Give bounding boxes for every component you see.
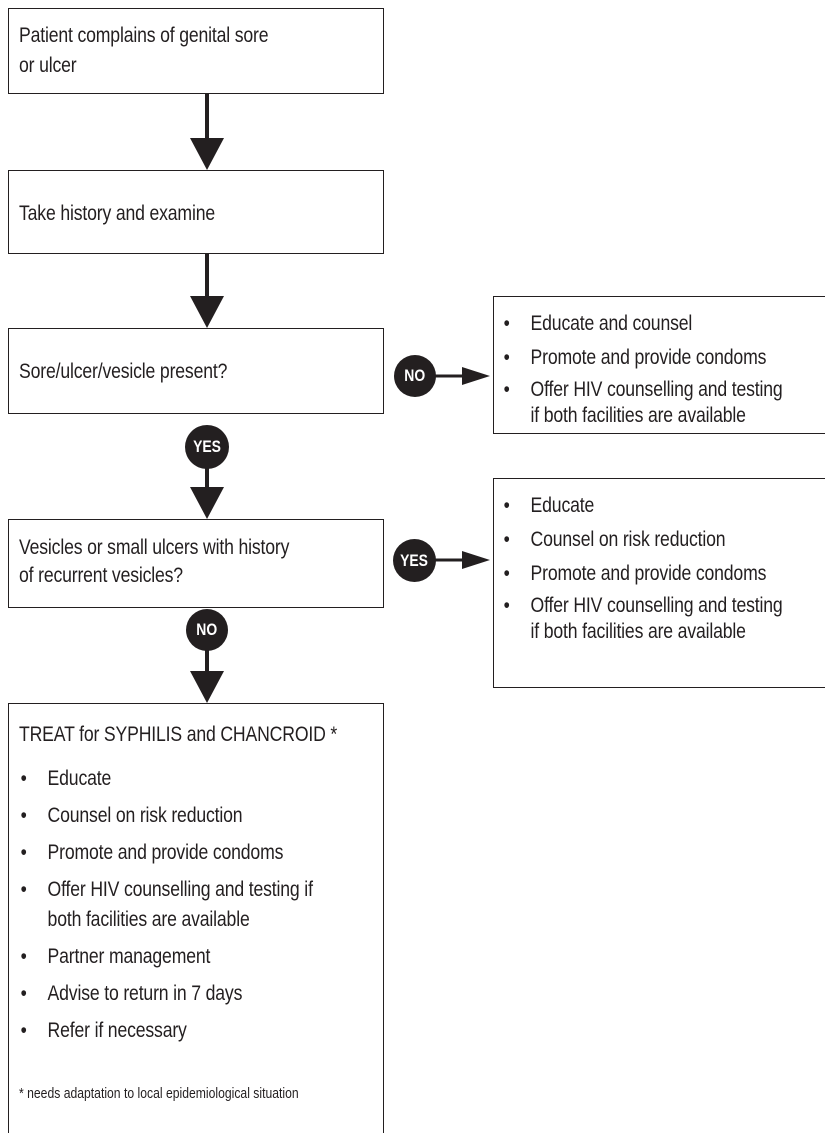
decision1-no-actions-box: •Educate and counsel •Promote and provid… bbox=[493, 296, 825, 434]
treat-action-4: •Offer HIV counselling and testing if bo… bbox=[19, 875, 313, 935]
bullet: • bbox=[503, 528, 510, 551]
decision2-yes-action-2: •Counsel on risk reduction bbox=[502, 525, 783, 555]
decision2-yes-actions-box: •Educate •Counsel on risk reduction •Pro… bbox=[493, 478, 825, 688]
treat-box: TREAT for SYPHILIS and CHANCROID * •Educ… bbox=[8, 703, 384, 1133]
bullet: • bbox=[503, 378, 510, 401]
decision2-no-badge: NO bbox=[186, 609, 228, 651]
treat-action-3: •Promote and provide condoms bbox=[19, 838, 313, 868]
decision1-question: Sore/ulcer/vesicle present? bbox=[19, 360, 228, 383]
bullet: • bbox=[503, 562, 510, 585]
bullet: • bbox=[20, 841, 27, 864]
decision1-no-action-2: •Promote and provide condoms bbox=[502, 343, 783, 373]
decision2-yes-action-1: •Educate bbox=[502, 491, 783, 521]
decision1-box: Sore/ulcer/vesicle present? bbox=[8, 328, 384, 414]
bullet: • bbox=[20, 982, 27, 1005]
decision1-yes-badge: YES bbox=[185, 425, 229, 469]
decision1-no-actions-list: •Educate and counsel •Promote and provid… bbox=[502, 309, 783, 429]
bullet: • bbox=[20, 1019, 27, 1042]
treat-actions-list: •Educate •Counsel on risk reduction •Pro… bbox=[19, 764, 313, 1046]
arrowhead-history-to-decision1 bbox=[190, 296, 224, 328]
bullet: • bbox=[20, 804, 27, 827]
treat-box-title: TREAT for SYPHILIS and CHANCROID * bbox=[19, 723, 338, 746]
bullet: • bbox=[503, 312, 510, 335]
bullet: • bbox=[503, 594, 510, 617]
decision1-no-badge: NO bbox=[394, 355, 436, 397]
treat-action-6: •Advise to return in 7 days bbox=[19, 979, 313, 1009]
treat-action-5: •Partner management bbox=[19, 942, 313, 972]
treat-action-7: •Refer if necessary bbox=[19, 1016, 313, 1046]
decision2-yes-action-3: •Promote and provide condoms bbox=[502, 559, 783, 589]
arrowhead-decision2-yes bbox=[462, 551, 490, 569]
start-box-text: Patient complains of genital sore or ulc… bbox=[19, 24, 269, 77]
arrowhead-decision1-yes bbox=[190, 487, 224, 519]
decision1-no-action-1: •Educate and counsel bbox=[502, 309, 783, 339]
bullet: • bbox=[503, 494, 510, 517]
start-box: Patient complains of genital sore or ulc… bbox=[8, 8, 384, 94]
treat-action-1: •Educate bbox=[19, 764, 313, 794]
bullet: • bbox=[20, 767, 27, 790]
decision2-yes-actions-list: •Educate •Counsel on risk reduction •Pro… bbox=[502, 491, 783, 645]
bullet: • bbox=[20, 945, 27, 968]
decision2-box: Vesicles or small ulcers with history of… bbox=[8, 519, 384, 608]
arrowhead-start-to-history bbox=[190, 138, 224, 170]
decision2-yes-badge: YES bbox=[393, 539, 436, 582]
arrowhead-decision2-no bbox=[190, 671, 224, 703]
treat-action-2: •Counsel on risk reduction bbox=[19, 801, 313, 831]
bullet: • bbox=[503, 346, 510, 369]
decision1-no-action-3: •Offer HIV counselling and testing if bo… bbox=[503, 378, 783, 427]
treat-footnote: * needs adaptation to local epidemiologi… bbox=[19, 1086, 299, 1102]
history-box-text: Take history and examine bbox=[19, 202, 215, 225]
arrowhead-decision1-no bbox=[462, 367, 490, 385]
decision2-question: Vesicles or small ulcers with history of… bbox=[19, 536, 290, 587]
history-box: Take history and examine bbox=[8, 170, 384, 254]
bullet: • bbox=[20, 878, 27, 901]
decision2-yes-action-4: •Offer HIV counselling and testing if bo… bbox=[503, 594, 783, 643]
